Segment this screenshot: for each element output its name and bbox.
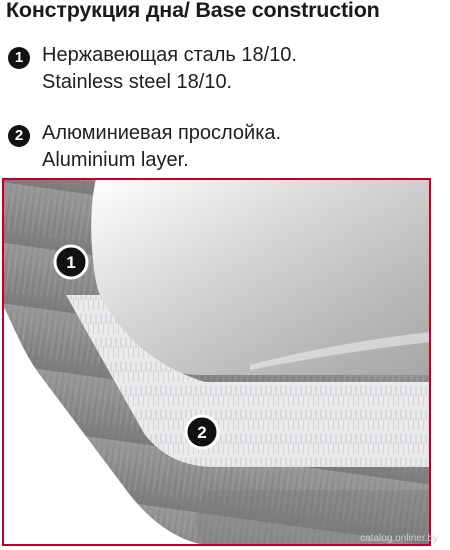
legend-item-aluminium-en: Aluminium layer.	[42, 149, 189, 171]
legend-item-aluminium-text: Алюминиевая прослойка. Aluminium layer.	[42, 120, 281, 174]
diagram-frame	[2, 178, 431, 546]
marker-2: 2	[184, 414, 220, 450]
aluminium-layer-shape	[66, 295, 430, 467]
number-1-badge: 1	[8, 47, 30, 69]
legend-item-steel-text: Нержавеющая сталь 18/10. Stainless steel…	[42, 42, 297, 96]
marker-1-label: 1	[66, 253, 75, 272]
marker-2-label: 2	[197, 423, 206, 442]
steel-bottom-shade	[195, 490, 430, 545]
interior-highlight	[250, 332, 430, 370]
number-2-badge: 2	[8, 125, 30, 147]
pan-interior-shape	[91, 179, 430, 375]
watermark: catalog.onliner.by	[360, 533, 438, 544]
legend-item-aluminium-ru: Алюминиевая прослойка.	[42, 122, 282, 144]
marker-1: 1	[53, 244, 89, 280]
page-title: Конструкция дна/ Base construction	[6, 0, 380, 22]
legend-item-steel-en: Stainless steel 18/10.	[42, 71, 233, 93]
legend-item-steel-ru: Нержавеющая сталь 18/10.	[42, 44, 297, 66]
